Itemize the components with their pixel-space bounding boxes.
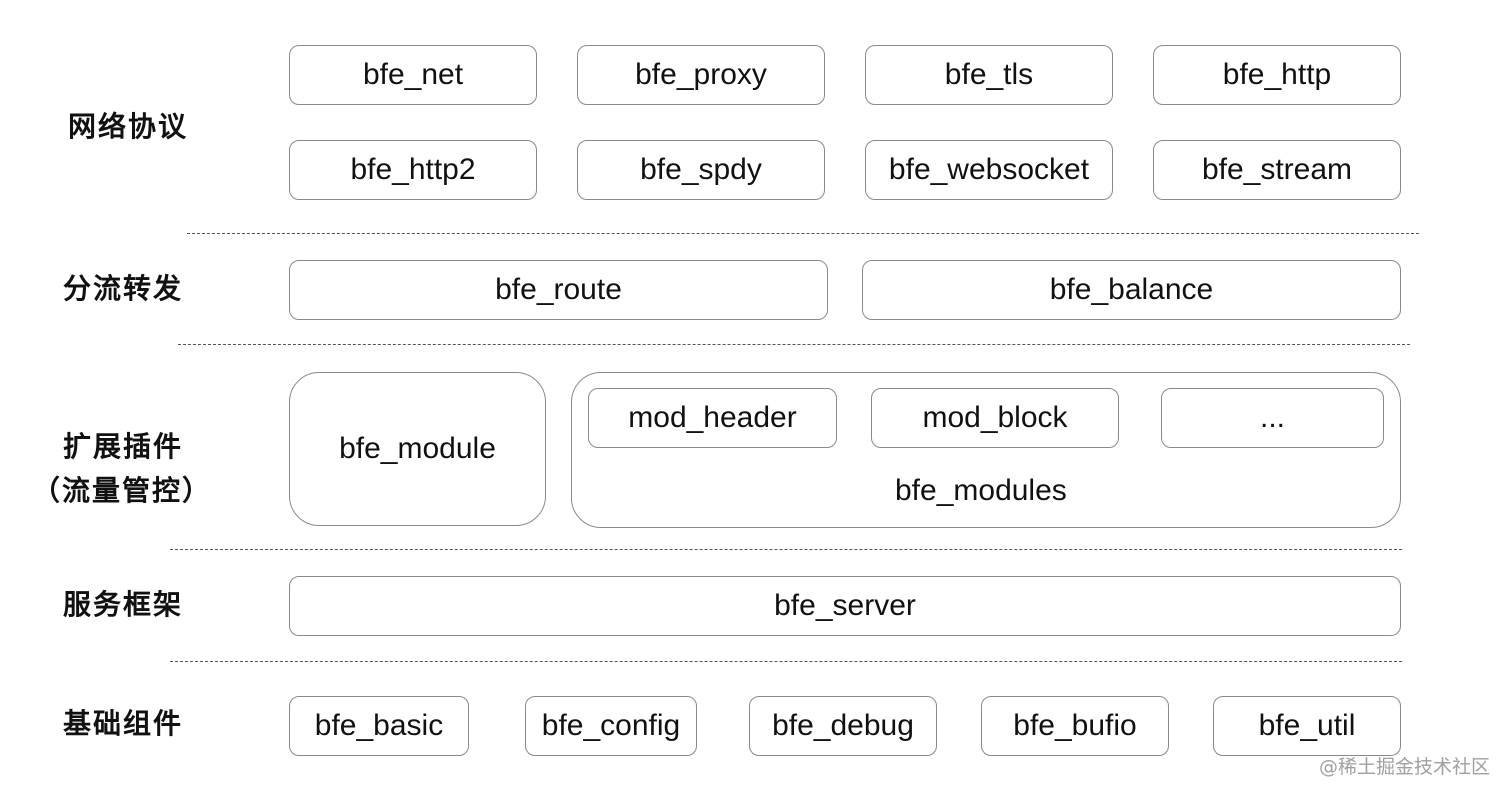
module-bfe-tls: bfe_tls <box>865 45 1113 105</box>
bfe-modules-label: bfe_modules <box>895 474 1067 507</box>
divider-routing-plugins <box>178 344 1410 345</box>
module-bfe-route: bfe_route <box>289 260 828 320</box>
module-bfe-balance: bfe_balance <box>862 260 1401 320</box>
module-mod-block: mod_block <box>871 388 1119 448</box>
module-bfe-spdy: bfe_spdy <box>577 140 825 200</box>
module-more: ... <box>1161 388 1384 448</box>
layer-label-network: 网络协议 <box>68 110 189 143</box>
module-bfe-module: bfe_module <box>289 372 546 526</box>
module-bfe-server: bfe_server <box>289 576 1401 636</box>
layer-label-plugins: 扩展插件 <box>63 430 184 463</box>
module-bfe-websocket: bfe_websocket <box>865 140 1113 200</box>
divider-server-basic <box>170 661 1402 662</box>
layer-label-basic: 基础组件 <box>63 707 184 740</box>
module-mod-header: mod_header <box>588 388 837 448</box>
module-bfe-config: bfe_config <box>525 696 697 756</box>
divider-network-routing <box>187 233 1419 234</box>
module-bfe-http2: bfe_http2 <box>289 140 537 200</box>
module-bfe-net: bfe_net <box>289 45 537 105</box>
module-bfe-bufio: bfe_bufio <box>981 696 1169 756</box>
watermark: @稀土掘金技术社区 <box>1318 756 1490 778</box>
module-bfe-debug: bfe_debug <box>749 696 937 756</box>
module-bfe-proxy: bfe_proxy <box>577 45 825 105</box>
layer-label-plugins-sub: （流量管控） <box>32 474 213 507</box>
module-bfe-stream: bfe_stream <box>1153 140 1401 200</box>
layer-label-server: 服务框架 <box>63 588 184 621</box>
module-bfe-util: bfe_util <box>1213 696 1401 756</box>
module-bfe-basic: bfe_basic <box>289 696 469 756</box>
layer-label-routing: 分流转发 <box>63 272 184 305</box>
divider-plugins-server <box>170 549 1402 550</box>
module-bfe-http: bfe_http <box>1153 45 1401 105</box>
